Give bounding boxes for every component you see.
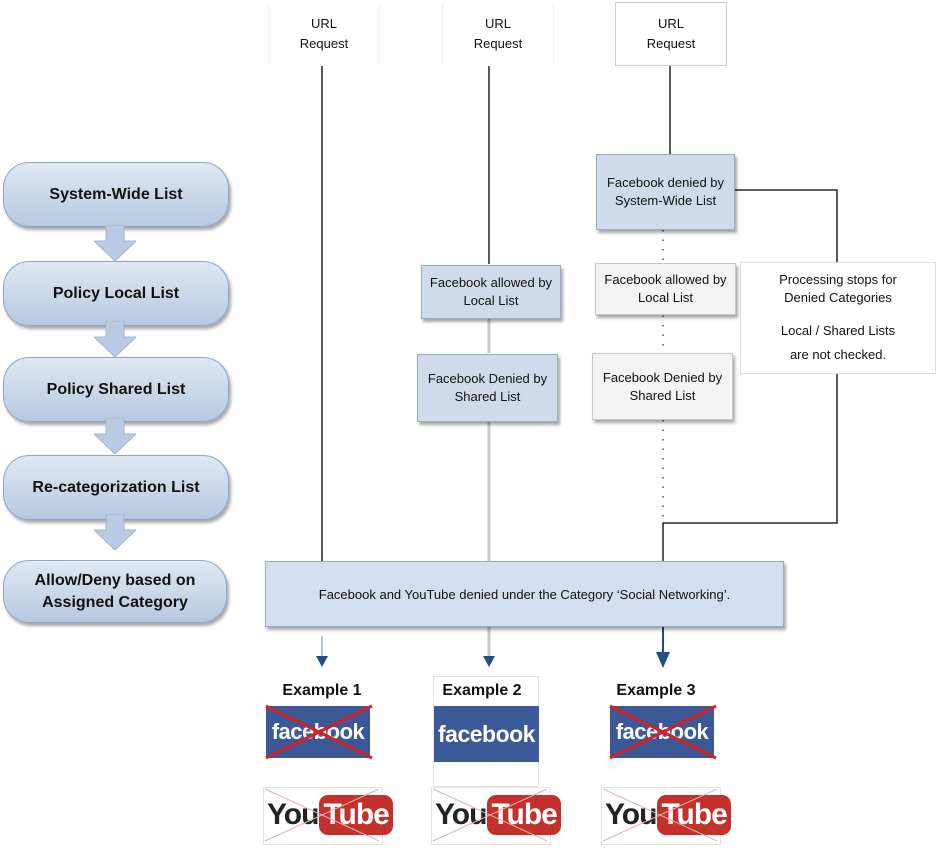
category-result-text: Facebook and YouTube denied under the Ca…	[318, 586, 731, 602]
box-text: Facebook Denied by Shared List	[602, 369, 723, 403]
denied-cross-icon	[265, 704, 373, 760]
faint-cross-icon	[602, 788, 718, 842]
note-line-1: Processing stops for Denied Categories	[779, 272, 897, 305]
pipeline-step-recategorization: Re-categorization List	[3, 455, 229, 520]
box-text: Facebook Denied by Shared List	[427, 371, 548, 404]
pipeline-step-label: System-Wide List	[49, 185, 183, 203]
pipeline-down-arrow	[94, 418, 136, 454]
pipeline-step-local-list: Policy Local List	[3, 261, 229, 326]
url-request-3: URL Request	[615, 2, 727, 66]
note-line-2: Local / Shared Lists are not checked.	[780, 323, 896, 362]
url-request-label: URL Request	[299, 16, 349, 51]
example-3-label: Example 3	[616, 682, 696, 699]
example3-bypass-line	[662, 189, 838, 562]
example2-arrowhead	[483, 656, 495, 667]
pipeline-step-system-wide: System-Wide List	[3, 162, 229, 227]
example3-arrowhead	[656, 652, 670, 668]
example1-arrowhead	[316, 656, 328, 667]
url-request-label: URL Request	[473, 16, 523, 51]
faint-cross-icon	[264, 788, 380, 842]
box-text: Facebook allowed by Local List	[604, 272, 727, 305]
pipeline-step-label: Policy Local List	[52, 284, 180, 302]
pipeline-down-arrow	[94, 225, 136, 261]
youtube-you-text: You	[435, 798, 487, 831]
pipeline-step-label: Policy Shared List	[46, 380, 186, 398]
box-text: Facebook denied by System-Wide List	[606, 175, 725, 208]
ex3-denied-system-box: Facebook denied by System-Wide List	[596, 154, 735, 230]
pipeline-step-label: Allow/Deny based on Assigned Category	[34, 571, 196, 611]
ex3-denied-shared-box: Facebook Denied by Shared List	[592, 353, 733, 420]
ex2-allowed-local-box: Facebook allowed by Local List	[421, 265, 561, 319]
pipeline-step-assigned-category: Allow/Deny based on Assigned Category	[3, 560, 227, 623]
faint-cross-icon	[432, 788, 548, 842]
pipeline-down-arrow	[94, 514, 136, 550]
processing-note: Processing stops for Denied Categories L…	[740, 262, 936, 374]
youtube-tube-text: Tube	[487, 795, 561, 835]
youtube-you-text: You	[267, 798, 319, 831]
pipeline-step-label: Re-categorization List	[32, 478, 200, 496]
ex3-allowed-local-box: Facebook allowed by Local List	[595, 263, 736, 315]
youtube-tube-text: Tube	[319, 795, 393, 835]
example-2-label: Example 2	[442, 682, 522, 699]
pipeline-down-arrow	[94, 321, 136, 357]
pipeline-step-shared-list: Policy Shared List	[3, 357, 229, 422]
denied-cross-icon	[609, 704, 717, 760]
url-request-2: URL Request	[442, 3, 554, 65]
url-request-label: URL Request	[646, 16, 696, 51]
facebook-logo-2: facebook	[434, 706, 539, 762]
youtube-you-text: You	[605, 798, 657, 831]
url-request-1: URL Request	[268, 3, 380, 65]
facebook-logo-text: facebook	[438, 720, 535, 747]
example-1-label: Example 1	[282, 682, 362, 699]
youtube-tube-text: Tube	[657, 795, 731, 835]
ex2-denied-shared-box: Facebook Denied by Shared List	[417, 354, 558, 422]
category-result-box: Facebook and YouTube denied under the Ca…	[265, 561, 784, 627]
box-text: Facebook allowed by Local List	[429, 275, 553, 308]
